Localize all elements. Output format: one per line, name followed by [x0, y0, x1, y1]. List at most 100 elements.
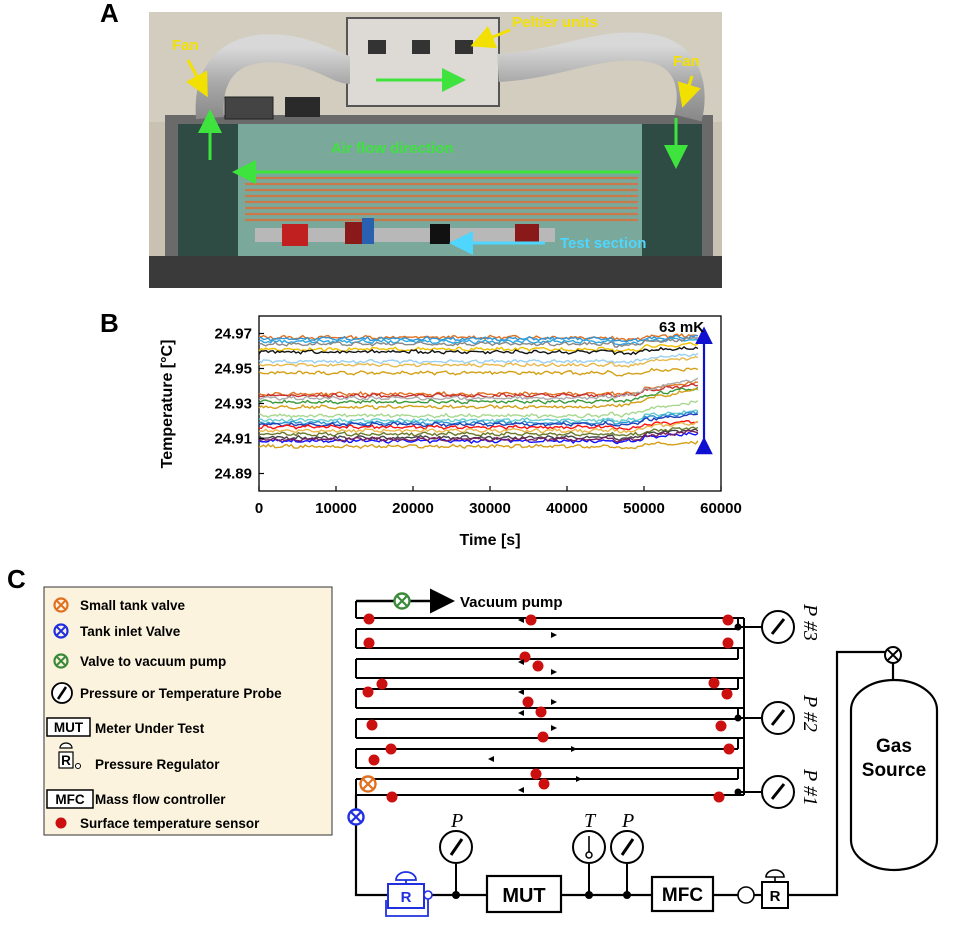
- sensor-dot: [713, 791, 725, 803]
- panel-b-letter: B: [100, 308, 119, 338]
- sensor-dot: [522, 696, 534, 708]
- probe-t: T: [572, 810, 606, 899]
- enclosure-right-panel: [642, 124, 702, 256]
- apparatus-photo: Air flow direction Test section Fan Fan …: [149, 12, 722, 288]
- temperature-series-line: [258, 337, 699, 346]
- flow-direction-marks: [488, 617, 582, 793]
- regulator-icon-port: [737, 886, 755, 904]
- valve-orange-icon: [53, 597, 69, 613]
- sensor-dot-icon: [55, 817, 67, 829]
- gauge-p1-label: P #1: [799, 768, 821, 806]
- gauge-icon-needle: [770, 618, 786, 635]
- probe-p-upstream: P: [439, 810, 473, 899]
- temperature-series-line: [258, 386, 699, 405]
- temperature-series-line: [258, 346, 699, 356]
- flow-direction-mark: [576, 776, 582, 782]
- sensor-dot: [530, 768, 542, 780]
- temperature-series-line: [258, 367, 699, 377]
- flow-direction-mark: [551, 699, 557, 705]
- tank-inlet-valve: [347, 808, 365, 826]
- probe-t-label: T: [584, 810, 597, 832]
- flow-direction-mark: [518, 710, 524, 716]
- legend-item-vacuum-valve: Valve to vacuum pump: [53, 653, 226, 669]
- flow-direction-mark: [488, 756, 494, 762]
- temperature-series-line: [258, 380, 699, 397]
- regulator-icon: [58, 751, 74, 769]
- sensor-dot: [362, 686, 374, 698]
- gas-source: Gas Source: [849, 646, 939, 872]
- mut-box: MUT: [485, 874, 563, 914]
- sensor-dot: [722, 614, 734, 626]
- supply-line-left: [354, 795, 388, 897]
- sensor-dot: [535, 706, 547, 718]
- legend-item-regulator: R Pressure Regulator: [58, 742, 220, 772]
- peltier-box: [346, 17, 500, 107]
- temperature-series-line: [258, 440, 699, 450]
- mut-label: MUT: [502, 885, 545, 907]
- air-flow-label: Air flow direction: [331, 140, 454, 157]
- temperature-series-line: [258, 377, 699, 401]
- valve-blue-icon-cross: [350, 811, 362, 823]
- copper-tubes: [245, 176, 638, 222]
- sensor-dot: [386, 791, 398, 803]
- peltier-arrow: [470, 26, 511, 49]
- legend-label: Small tank valve: [80, 598, 186, 613]
- gauge-p1: P #1: [734, 768, 821, 809]
- sensor-dot: [363, 637, 375, 649]
- flow-direction-mark: [518, 689, 524, 695]
- gauge-p2: P #2: [734, 694, 821, 735]
- temperature-series-line: [258, 429, 699, 443]
- regulator-label: R: [401, 889, 412, 906]
- gauge-icon-needle: [620, 838, 635, 856]
- gauge-icon-needle: [56, 686, 68, 700]
- legend-label: Pressure Regulator: [95, 757, 220, 772]
- valve-blue-icon-cross: [55, 625, 67, 637]
- regulator-icon-dome: [765, 869, 785, 878]
- valve-black-icon-cross: [887, 649, 899, 661]
- temperature-series-line: [258, 383, 698, 399]
- sensor-dot: [722, 637, 734, 649]
- test-section-equipment: [255, 218, 555, 246]
- temperature-series-line: [258, 413, 698, 428]
- mfc-box-frame: [650, 875, 715, 913]
- flow-direction-mark: [518, 617, 524, 623]
- legend-item-mfc: MFC Mass flow controller: [46, 789, 226, 809]
- x-tick-label: 30000: [469, 500, 511, 517]
- box-icon: [46, 789, 94, 809]
- panel-a-letter: A: [100, 0, 119, 28]
- sensor-dot: [532, 660, 544, 672]
- legend-item-mut: MUT Meter Under Test: [46, 717, 205, 737]
- temperature-series-line: [258, 400, 699, 419]
- x-tick-label: 50000: [623, 500, 665, 517]
- flow-direction-mark: [571, 746, 577, 752]
- peltier-unit: [412, 40, 430, 54]
- x-tick-label: 10000: [315, 500, 357, 517]
- x-tick-label: 60000: [700, 500, 742, 517]
- flow-direction-mark: [551, 725, 557, 731]
- valve-orange-icon-cross: [55, 599, 67, 611]
- temperature-series-line: [258, 410, 699, 426]
- chart-series-group: [258, 332, 699, 450]
- legend-item-tank-inlet-valve: Tank inlet Valve: [53, 623, 181, 639]
- gauge-p3: P #3: [734, 603, 821, 644]
- temperature-series-line: [258, 388, 699, 410]
- display-meter: [285, 97, 320, 117]
- photo-bench: [149, 256, 722, 288]
- regulator-icon-dome: [59, 742, 73, 749]
- y-axis-label: Temperature [°C]: [159, 340, 176, 469]
- regulator-icon-port: [75, 763, 81, 769]
- temperature-series-line: [258, 419, 699, 431]
- sensor-dot: [537, 731, 549, 743]
- gauge-p2-label: P #2: [799, 694, 821, 732]
- range-annotation: 63 mK: [659, 319, 704, 336]
- temperature-series-line: [258, 431, 699, 445]
- regulator-blue: R: [385, 871, 433, 917]
- legend-label: Surface temperature sensor: [80, 816, 260, 831]
- regulator-black: R: [737, 869, 789, 909]
- valve-orange-icon-cross: [362, 778, 374, 790]
- sensor-dot: [715, 720, 727, 732]
- temperature-series-line: [258, 334, 699, 343]
- legend-item-sensor: Surface temperature sensor: [55, 816, 260, 831]
- box-icon: [46, 717, 91, 737]
- legend: Small tank valve Tank inlet Valve Valve …: [43, 586, 333, 836]
